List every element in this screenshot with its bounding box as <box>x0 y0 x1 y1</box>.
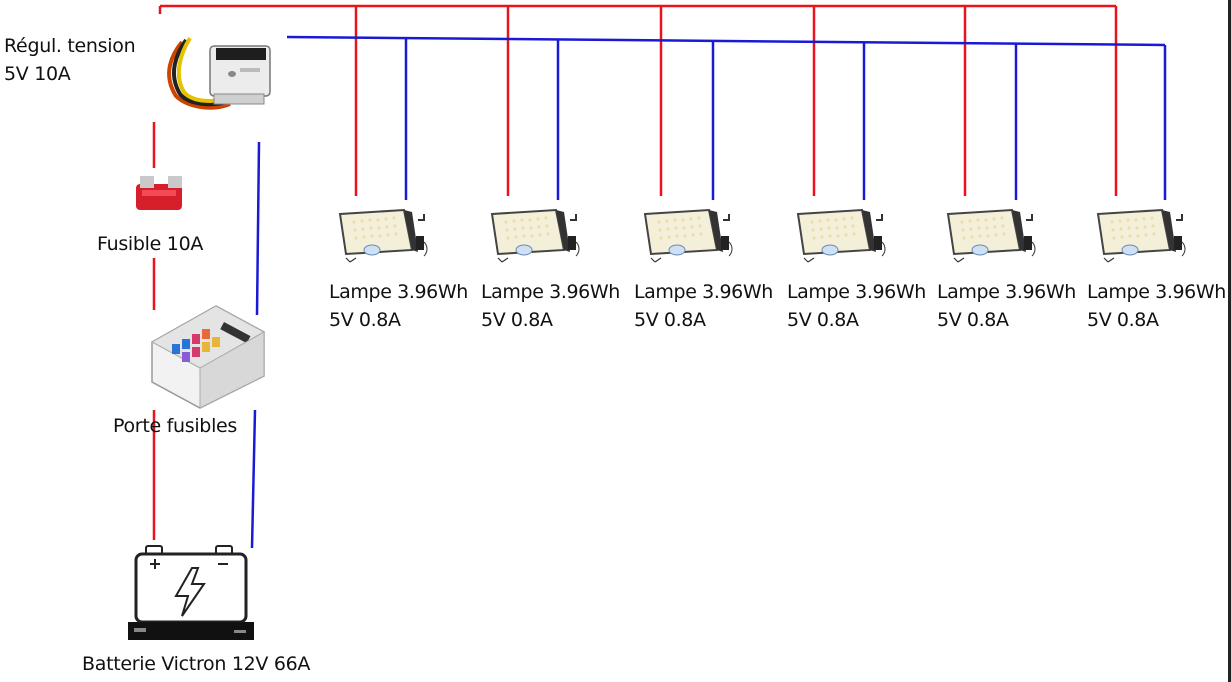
battery-label: Batterie Victron 12V 66A <box>82 653 311 675</box>
lamp-label: Lampe 3.96Wh 5V 0.8A <box>787 278 926 334</box>
lamp-icon <box>1090 206 1190 276</box>
lamp-label-line1: Lampe 3.96Wh <box>481 281 620 303</box>
battery-icon <box>126 544 256 644</box>
lamp-label-line2: 5V 0.8A <box>329 309 401 331</box>
voltage-regulator-icon <box>158 34 278 120</box>
regulator-label-line1: Régul. tension <box>4 35 136 57</box>
lamp-label-line2: 5V 0.8A <box>1087 309 1159 331</box>
lamp-label-line1: Lampe 3.96Wh <box>1087 281 1226 303</box>
lamp-icon <box>637 206 737 276</box>
lamp-icon <box>484 206 584 276</box>
lamp-label-line1: Lampe 3.96Wh <box>787 281 926 303</box>
lamp-icon <box>790 206 890 276</box>
fuse-label: Fusible 10A <box>97 233 204 255</box>
lamp-label-line1: Lampe 3.96Wh <box>634 281 773 303</box>
lamp-label-line1: Lampe 3.96Wh <box>937 281 1076 303</box>
lamp-label-line2: 5V 0.8A <box>937 309 1009 331</box>
lamp-label: Lampe 3.96Wh 5V 0.8A <box>329 278 468 334</box>
lamp-label: Lampe 3.96Wh 5V 0.8A <box>634 278 773 334</box>
regulator-label-line2: 5V 10A <box>4 63 71 85</box>
lamp-label: Lampe 3.96Wh 5V 0.8A <box>1087 278 1226 334</box>
lamp-label: Lampe 3.96Wh 5V 0.8A <box>481 278 620 334</box>
negative-wires <box>250 35 1167 549</box>
fuse-box-label: Porte fusibles <box>113 415 238 437</box>
fuse-box-icon <box>146 302 270 410</box>
lamp-label-line1: Lampe 3.96Wh <box>329 281 468 303</box>
lamp-icon <box>940 206 1040 276</box>
lamp-label-line2: 5V 0.8A <box>481 309 553 331</box>
lamp-icon <box>332 206 432 276</box>
blade-fuse-icon <box>130 172 192 218</box>
lamp-label-line2: 5V 0.8A <box>787 309 859 331</box>
lamp-label-line2: 5V 0.8A <box>634 309 706 331</box>
lamp-label: Lampe 3.96Wh 5V 0.8A <box>937 278 1076 334</box>
regulator-label: Régul. tension 5V 10A <box>4 32 136 88</box>
right-border <box>1228 0 1231 682</box>
